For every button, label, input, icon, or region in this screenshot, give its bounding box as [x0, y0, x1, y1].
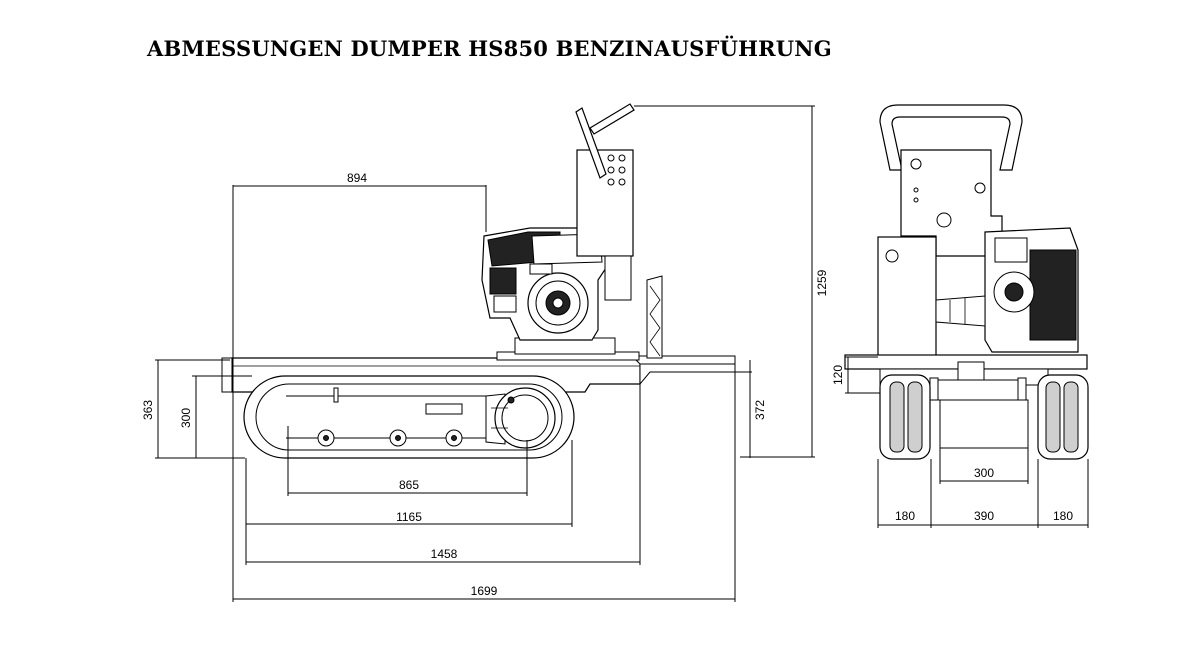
dim-372: 372: [753, 400, 767, 420]
dim-894: 894: [347, 171, 367, 185]
front-chassis: [844, 354, 1088, 449]
side-dimensions: [155, 105, 815, 602]
dim-1165: 1165: [396, 510, 422, 524]
side-view: 894 1259 372 363 300 865 1165 1458 1699: [141, 103, 829, 602]
track-undercarriage: [243, 375, 575, 459]
front-column: [900, 149, 1003, 257]
front-left-track: [879, 374, 931, 460]
front-dimensions: [845, 356, 1089, 528]
control-column: [575, 103, 635, 301]
front-view: 120 300 180 390 180: [831, 104, 1089, 528]
dim-390: 390: [974, 509, 994, 523]
foot-plate: [646, 275, 663, 359]
dim-865: 865: [399, 478, 419, 492]
front-right-track: [1037, 374, 1089, 460]
dim-363: 363: [141, 400, 155, 420]
dim-180-left: 180: [895, 509, 915, 523]
dim-1699: 1699: [471, 584, 498, 598]
dim-180-right: 180: [1053, 509, 1073, 523]
dim-300-width: 300: [974, 466, 994, 480]
dim-1458: 1458: [431, 547, 458, 561]
dim-1259: 1259: [815, 269, 829, 296]
dim-300-height: 300: [179, 408, 193, 428]
side-dimension-labels: 894 1259 372 363 300 865 1165 1458 1699: [141, 171, 829, 598]
front-engine: [935, 227, 1079, 353]
front-left-housing: [877, 236, 937, 360]
page-title: ABMESSUNGEN DUMPER HS850 BENZINAUSFÜHRUN…: [147, 36, 832, 61]
front-dimension-labels: 120 300 180 390 180: [831, 365, 1073, 523]
front-handle: [879, 104, 1023, 171]
dim-120: 120: [831, 365, 845, 385]
